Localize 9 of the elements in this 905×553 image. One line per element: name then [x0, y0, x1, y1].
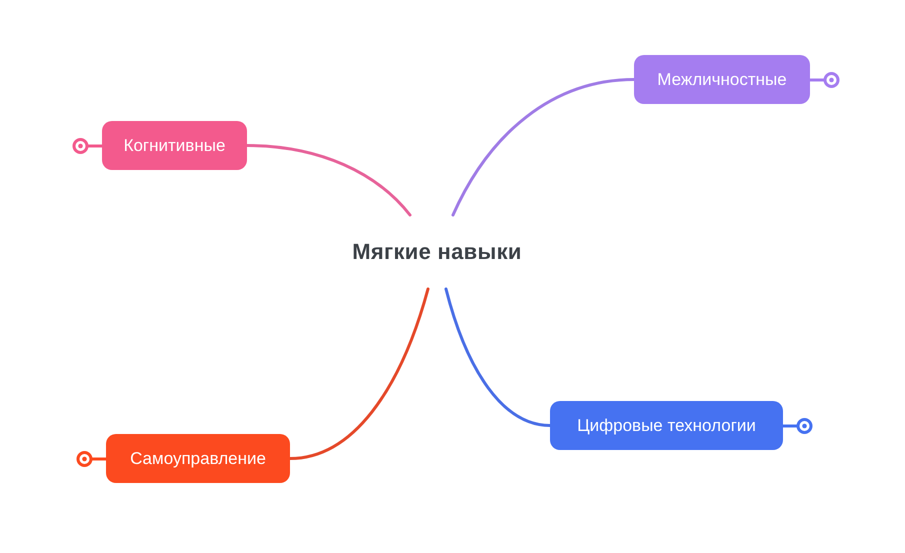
branch-connector [452, 78, 636, 216]
branch-topic: Цифровые технологии [550, 401, 783, 450]
branch-connector [288, 288, 430, 460]
branch-topic: Самоуправление [106, 434, 290, 483]
branch-connector [444, 288, 552, 427]
branch-connector [246, 144, 412, 216]
branch-topic: Когнитивные [102, 121, 247, 170]
branch-topic: Межличностные [634, 55, 810, 104]
central-topic: Мягкие навыки [352, 239, 522, 265]
